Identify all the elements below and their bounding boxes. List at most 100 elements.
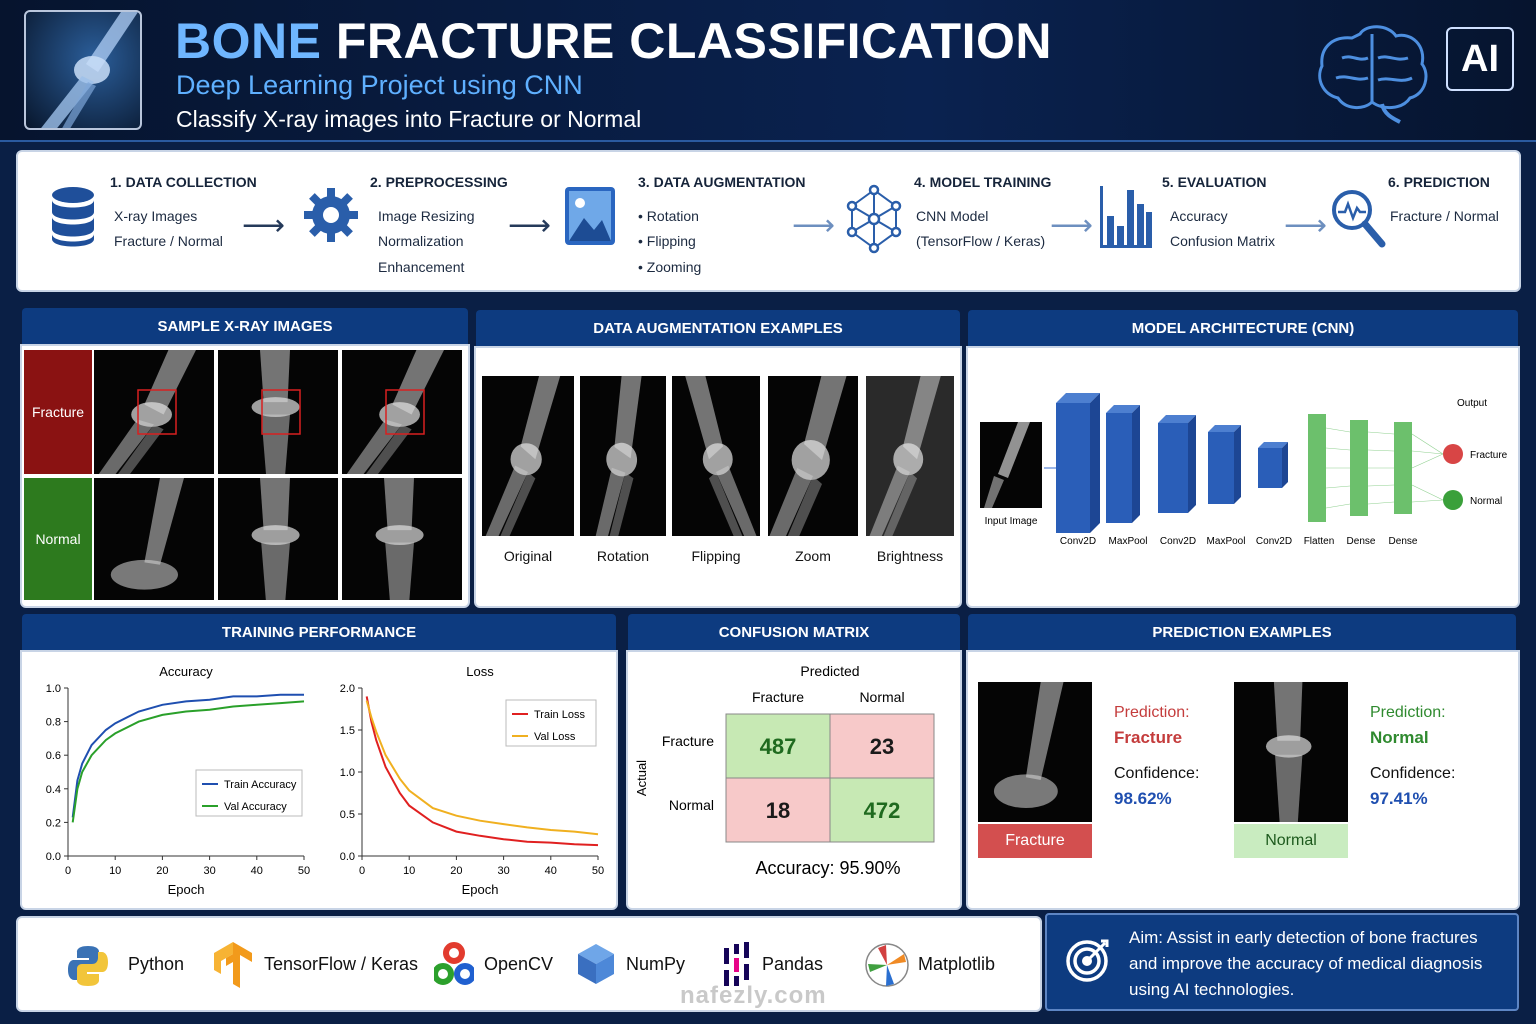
prediction-label: Prediction: — [1370, 704, 1446, 721]
ai-badge: AI — [1446, 27, 1514, 91]
prediction-value: Fracture — [1114, 728, 1183, 747]
y-axis-label: Actual — [634, 760, 649, 796]
pipeline-step-evaluation: 5. EVALUATION Accuracy Confusion Matrix — [1100, 152, 1310, 292]
target-icon — [1066, 939, 1109, 982]
step-line: • Zooming — [638, 259, 702, 275]
page-tagline: Classify X-ray images into Fracture or N… — [176, 106, 642, 132]
layer-label: Dense — [1389, 536, 1418, 547]
dense-connections — [1325, 427, 1444, 509]
step-line: Enhancement — [378, 259, 465, 275]
pipeline-panel: 1. DATA COLLECTION X-ray Images Fracture… — [16, 150, 1521, 292]
prediction-xray-image — [978, 682, 1092, 822]
series-line — [365, 700, 599, 836]
output-label: Fracture — [1470, 450, 1508, 461]
x-tick-label: 0 — [65, 865, 71, 877]
title-highlight: BONE — [175, 13, 322, 69]
bar-chart-icon — [1100, 186, 1152, 248]
prediction-xray-image — [1234, 682, 1348, 822]
page-title: BONE FRACTURE CLASSIFICATION — [175, 12, 1052, 70]
step-line: X-ray Images — [114, 208, 198, 224]
y-tick-label: 1.0 — [340, 767, 355, 779]
xray-knee-icon — [24, 10, 142, 130]
augmentation-label: Rotation — [596, 548, 650, 564]
matplotlib-icon — [865, 943, 909, 987]
tool-label-numpy: NumPy — [626, 954, 686, 974]
step-line: CNN Model — [916, 208, 989, 224]
y-tick-label: 0.6 — [46, 750, 61, 762]
output-node — [1443, 490, 1463, 510]
x-tick-label: 30 — [497, 865, 509, 877]
dense-layer — [1350, 420, 1368, 516]
x-axis-label: Epoch — [462, 882, 499, 897]
x-tick-label: 40 — [545, 865, 557, 877]
sample-xray-fracture — [218, 350, 338, 474]
augmentation-label: Zoom — [795, 548, 831, 564]
cnn-layer-block — [1106, 405, 1140, 523]
y-tick-label: 0.4 — [46, 784, 61, 796]
x-tick-label: 40 — [251, 865, 263, 877]
tool-label-tensorflow: TensorFlow / Keras — [264, 954, 419, 974]
y-tick-label: 1.5 — [340, 725, 355, 737]
augmentation-label: Original — [503, 548, 553, 564]
cnn-layer-block — [1056, 393, 1100, 533]
dense-layer — [1308, 414, 1326, 522]
series-line — [365, 696, 599, 847]
legend-label: Train Accuracy — [224, 779, 297, 791]
samples-header: SAMPLE X-RAY IMAGES — [22, 308, 468, 344]
output-node — [1443, 444, 1463, 464]
y-tick-label: 0.0 — [340, 851, 355, 863]
predictions-header: PREDICTION EXAMPLES — [968, 614, 1516, 650]
prediction-badge: Normal — [1234, 824, 1348, 858]
input-label: Input Image — [985, 516, 1038, 527]
augmented-xray-image — [672, 376, 760, 536]
legend-label: Val Loss — [534, 731, 576, 743]
prediction-label: Prediction: — [1114, 704, 1190, 721]
layer-label: Flatten — [1304, 536, 1335, 547]
arrow-icon: ⟶ — [792, 209, 836, 242]
arrow-icon: ⟶ — [508, 209, 552, 242]
input-image — [980, 422, 1042, 508]
augmented-xray-image — [482, 376, 574, 536]
samples-panel: Fracture Normal — [20, 344, 470, 608]
series-line — [71, 693, 304, 818]
layer-label: MaxPool — [1109, 536, 1148, 547]
augmentation-label: Flipping — [691, 548, 741, 564]
y-tick-label: 2.0 — [340, 683, 355, 695]
architecture-header: MODEL ARCHITECTURE (CNN) — [968, 310, 1518, 346]
series-line — [71, 700, 305, 823]
chart-title: Accuracy — [159, 664, 213, 679]
layer-label: Dense — [1347, 536, 1376, 547]
layer-label: Conv2D — [1256, 536, 1292, 547]
layer-label: Conv2D — [1060, 536, 1096, 547]
prediction-value: Normal — [1370, 728, 1429, 747]
x-axis-label: Epoch — [168, 882, 205, 897]
x-tick-label: 10 — [403, 865, 415, 877]
augmentation-header: DATA AUGMENTATION EXAMPLES — [476, 310, 960, 346]
cnn-layer-block — [1158, 415, 1196, 513]
sample-xray-normal — [342, 478, 462, 600]
gear-icon — [304, 188, 358, 242]
row-label-normal: Normal — [24, 478, 92, 600]
magnifier-icon — [1332, 190, 1386, 248]
cnn-layer-block — [1258, 442, 1288, 488]
arrow-icon: ⟶ — [1284, 209, 1328, 242]
watermark: nafezly.com — [680, 982, 827, 1009]
pipeline-step-data-collection: 1. DATA COLLECTION X-ray Images Fracture… — [38, 152, 268, 292]
augmentation-label: Brightness — [876, 548, 944, 564]
matrix-value: 487 — [760, 734, 797, 759]
step-line: • Rotation — [638, 208, 699, 224]
header: BONE FRACTURE CLASSIFICATION Deep Learni… — [0, 0, 1536, 142]
python-icon — [68, 946, 108, 986]
layer-label: Conv2D — [1160, 536, 1196, 547]
row-label: Normal — [669, 797, 714, 813]
step-line: Image Resizing — [378, 208, 475, 224]
matrix-value: 23 — [870, 734, 894, 759]
